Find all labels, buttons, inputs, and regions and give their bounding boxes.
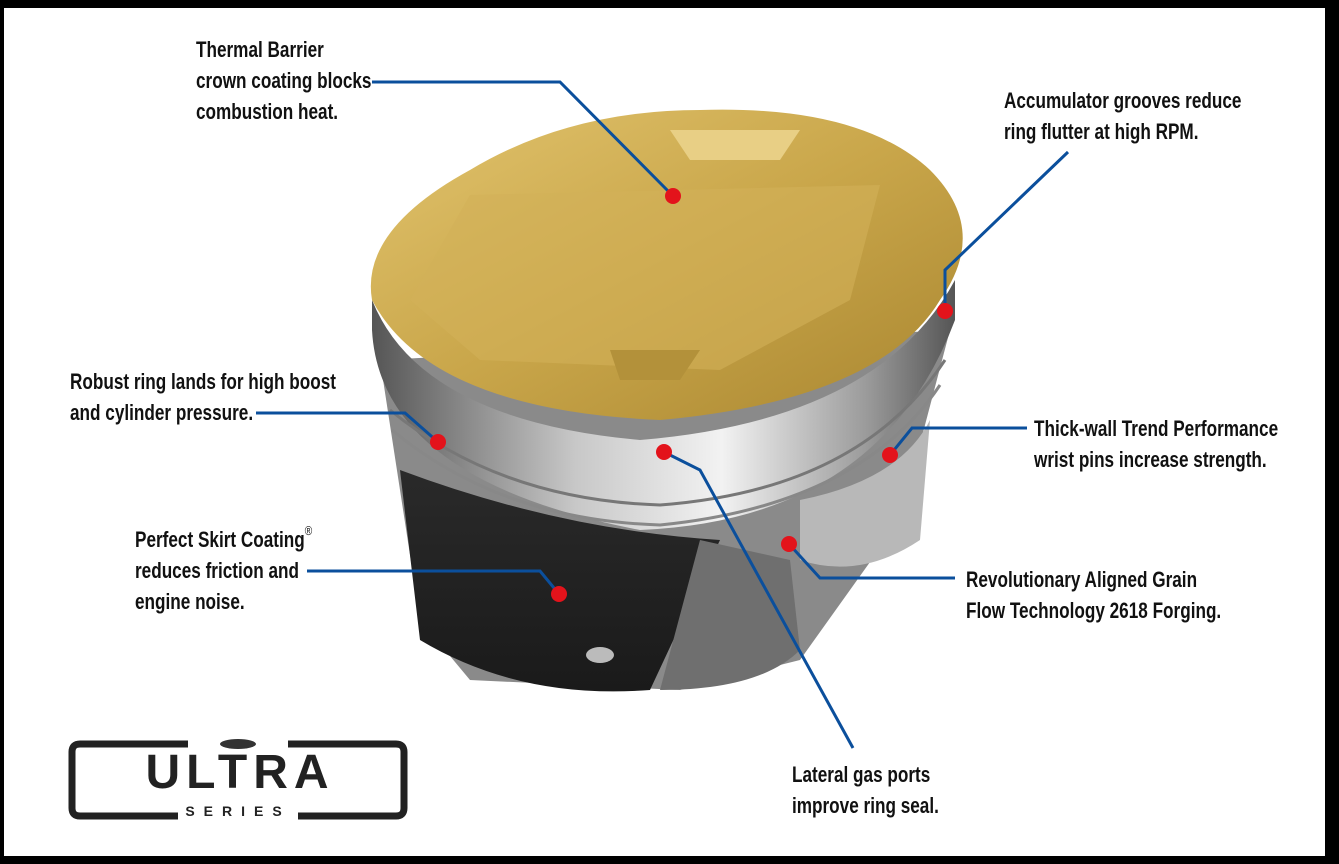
leader-ring-lands: [256, 411, 439, 444]
callout-ring-lands: Robust ring lands for high boost and cyl…: [70, 366, 336, 428]
callout-line: ring flutter at high RPM.: [1004, 119, 1199, 144]
piston-crown: [370, 109, 963, 421]
leader-lines: [256, 80, 1070, 749]
callout-text: Perfect Skirt Coating: [135, 527, 305, 552]
callout-line: reduces friction and: [135, 558, 300, 583]
callout-line: Accumulator grooves reduce: [1004, 88, 1242, 113]
dot-wrist-pins: [882, 447, 898, 463]
dot-grain-flow: [781, 536, 797, 552]
piston-diagram: Thermal Barrier crown coating blocks com…: [4, 8, 1325, 856]
callout-line: crown coating blocks: [196, 68, 372, 93]
registered-mark: ®: [304, 523, 313, 538]
dot-skirt-coating: [551, 586, 567, 602]
callout-line: Thick-wall Trend Performance: [1034, 416, 1279, 441]
callout-line: and cylinder pressure.: [70, 400, 254, 425]
logo-word: ULTRA: [145, 746, 335, 799]
callout-line: Revolutionary Aligned Grain: [966, 567, 1198, 592]
callout-line: wrist pins increase strength.: [1034, 447, 1267, 472]
leader-gas-ports: [663, 450, 855, 749]
dot-thermal-barrier: [665, 188, 681, 204]
leader-grain-flow: [787, 542, 955, 580]
piston-body: [372, 280, 955, 692]
ultra-series-logo: ULTRA SERIES: [68, 738, 408, 822]
leader-wrist-pins: [888, 426, 1027, 456]
callout-skirt-coating: Perfect Skirt Coating® reduces friction …: [135, 524, 312, 617]
callout-line: Perfect Skirt Coating®: [135, 524, 312, 555]
logo-frame: [68, 739, 408, 820]
callout-line: engine noise.: [135, 589, 245, 614]
logo-subtitle: SERIES: [185, 803, 291, 819]
callout-grain-flow: Revolutionary Aligned Grain Flow Technol…: [966, 564, 1221, 626]
piston-illustration: [256, 80, 1070, 749]
leader-thermal-barrier: [372, 80, 675, 198]
callout-accumulator-grooves: Accumulator grooves reduce ring flutter …: [1004, 85, 1241, 147]
callout-wrist-pins: Thick-wall Trend Performance wrist pins …: [1034, 413, 1278, 475]
callout-thermal-barrier: Thermal Barrier crown coating blocks com…: [196, 34, 371, 127]
callout-line: Thermal Barrier: [196, 37, 324, 62]
callout-line: Robust ring lands for high boost: [70, 369, 336, 394]
callout-line: Lateral gas ports: [792, 762, 931, 787]
callout-line: improve ring seal.: [792, 793, 939, 818]
dot-accumulator-grooves: [937, 303, 953, 319]
dot-gas-ports: [656, 444, 672, 460]
piston-brand-icon: [220, 739, 256, 749]
leader-skirt-coating: [307, 569, 561, 595]
callout-gas-ports: Lateral gas ports improve ring seal.: [792, 759, 939, 821]
callout-line: Flow Technology 2618 Forging.: [966, 598, 1222, 623]
leader-accumulator-grooves: [943, 150, 1070, 311]
dot-ring-lands: [430, 434, 446, 450]
callout-line: combustion heat.: [196, 99, 339, 124]
